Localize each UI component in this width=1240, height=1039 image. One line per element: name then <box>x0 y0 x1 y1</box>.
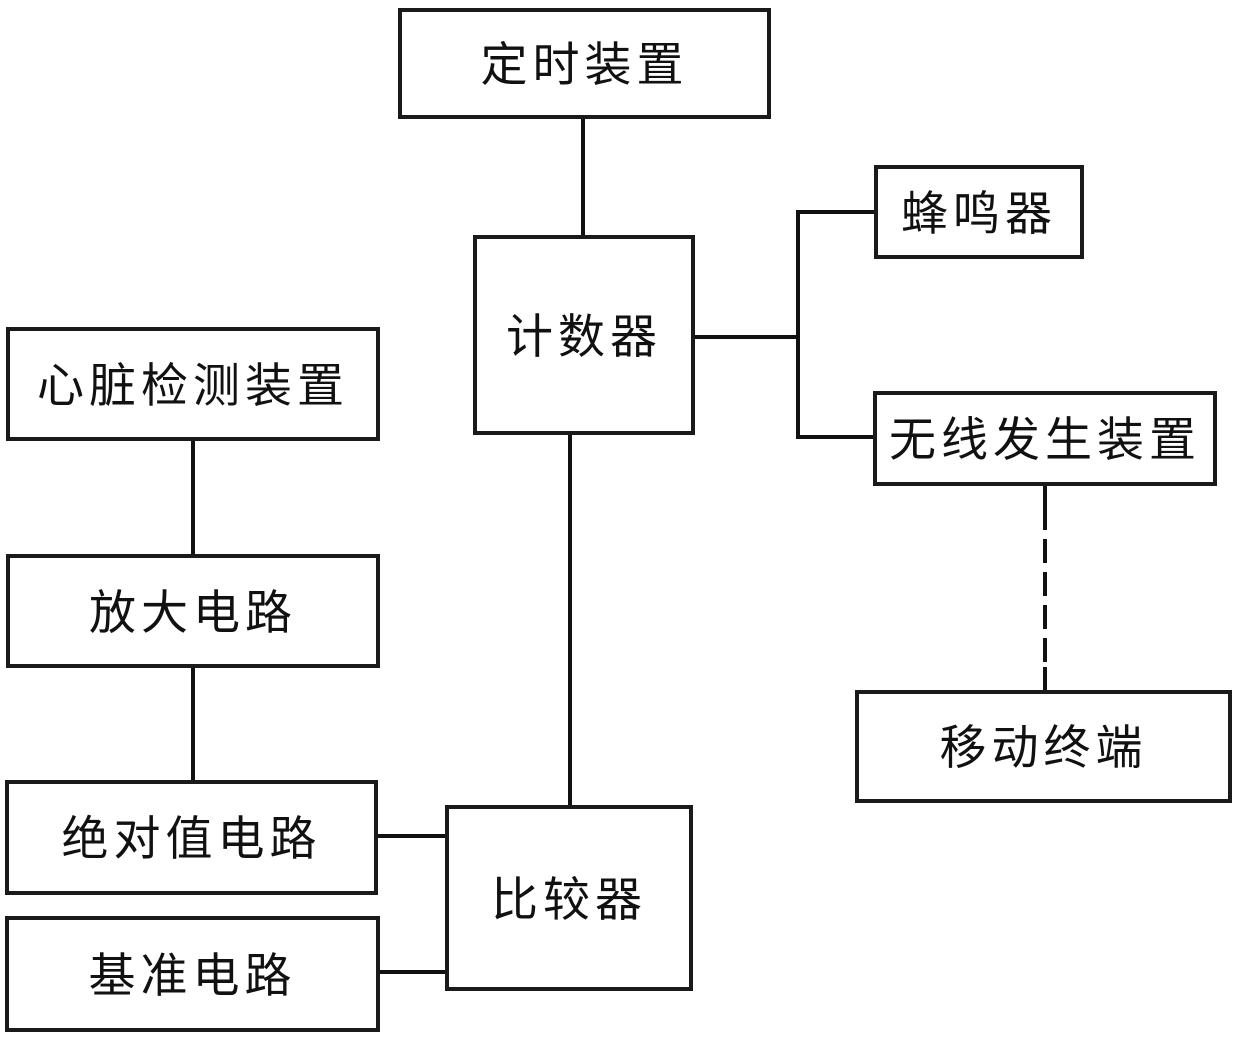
edge-mobile-stub-top <box>1043 667 1047 692</box>
edge-counter-branch-horizontal <box>693 335 800 339</box>
edge-branch-vertical <box>796 210 800 439</box>
node-absolute-value-circuit-label: 绝对值电路 <box>61 814 322 866</box>
edge-wireless-stub-top <box>1043 484 1047 506</box>
node-timing-device: 定时装置 <box>398 8 771 119</box>
edge-reference-to-comparator <box>378 970 447 974</box>
node-timing-device-label: 定时装置 <box>480 40 689 92</box>
edge-counter-to-comparator <box>568 433 572 807</box>
node-comparator-label: 比较器 <box>491 874 647 927</box>
node-reference-circuit: 基准电路 <box>5 916 380 1032</box>
node-wireless-generator: 无线发生装置 <box>873 391 1217 486</box>
node-counter: 计数器 <box>473 235 695 435</box>
edge-wireless-to-mobile-dashed <box>1043 506 1047 667</box>
edge-absolute-to-comparator <box>376 834 447 838</box>
node-heart-detection-device: 心脏检测装置 <box>6 327 380 441</box>
node-reference-circuit-label: 基准电路 <box>88 950 297 1003</box>
node-amplifier-circuit: 放大电路 <box>6 554 380 668</box>
edge-timing-to-counter <box>581 117 585 237</box>
node-buzzer-label: 蜂鸣器 <box>901 188 1057 241</box>
node-absolute-value-circuit: 绝对值电路 <box>5 780 378 895</box>
node-counter-label: 计数器 <box>506 311 662 364</box>
node-mobile-terminal-label: 移动终端 <box>939 723 1148 775</box>
node-amplifier-circuit-label: 放大电路 <box>89 587 297 640</box>
edge-amplifier-to-absolute <box>191 666 195 782</box>
edge-heart-to-amplifier <box>191 439 195 556</box>
node-mobile-terminal: 移动终端 <box>855 690 1232 803</box>
node-comparator: 比较器 <box>445 805 693 991</box>
edge-branch-to-buzzer <box>796 210 876 214</box>
node-wireless-generator-label: 无线发生装置 <box>889 415 1201 467</box>
node-heart-detection-device-label: 心脏检测装置 <box>37 360 349 413</box>
edge-branch-to-wireless <box>796 435 875 439</box>
node-buzzer: 蜂鸣器 <box>874 165 1084 259</box>
